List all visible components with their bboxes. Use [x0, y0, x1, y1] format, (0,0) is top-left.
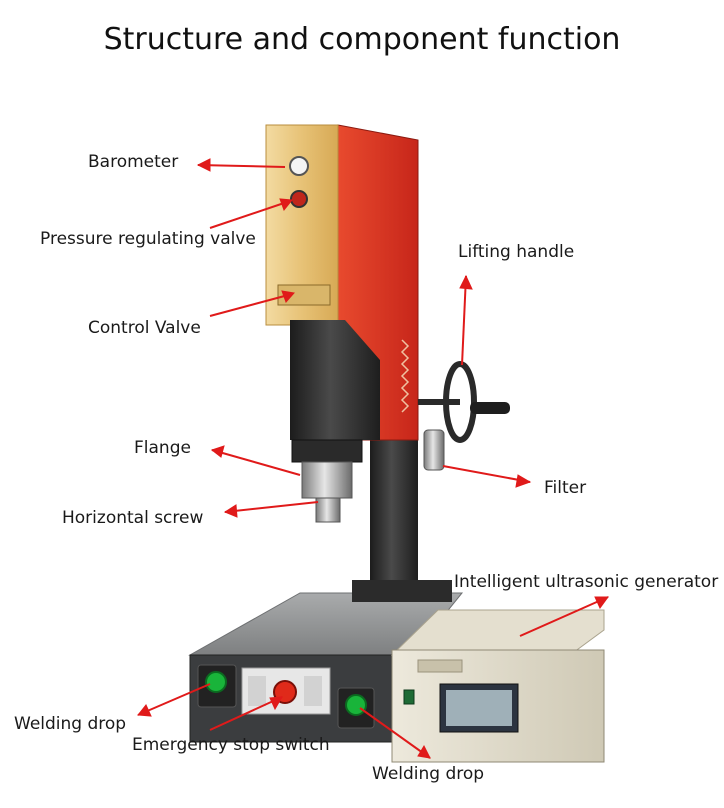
arrowhead-pressure-valve	[279, 198, 293, 212]
generator-screen-glass	[446, 690, 512, 726]
arrow-welding-drop-right	[359, 707, 431, 759]
annotation-arrows	[137, 158, 609, 759]
center-panel-labels-left	[248, 676, 266, 706]
generator-label-plate	[417, 659, 463, 673]
arrowhead-barometer	[196, 158, 211, 172]
label-emergency-stop: Emergency stop switch	[132, 735, 330, 755]
barometer-gauge	[289, 156, 309, 176]
arrow-generator	[519, 596, 609, 637]
center-panel-labels-right	[304, 676, 322, 706]
arrowhead-lifting-handle	[459, 274, 473, 290]
arrow-barometer	[197, 164, 286, 168]
arrow-lifting-handle	[461, 275, 467, 366]
arrowhead-control-valve	[281, 290, 295, 303]
label-control-valve: Control Valve	[88, 318, 201, 338]
horn-assembly	[301, 461, 353, 499]
arrowhead-welding-drop-right	[417, 744, 431, 759]
pressure-knob	[290, 190, 308, 208]
arrow-flange	[211, 449, 301, 476]
left-green-button	[205, 671, 227, 693]
support-column	[370, 440, 418, 600]
label-generator: Intelligent ultrasonic generator	[454, 572, 719, 592]
flange-ring	[291, 439, 363, 463]
arrowhead-horizontal-screw	[223, 504, 238, 518]
label-pressure-valve: Pressure regulating valve	[40, 229, 256, 249]
label-horizontal-screw: Horizontal screw	[62, 508, 204, 528]
arrow-filter	[442, 465, 531, 483]
arrow-welding-drop-left	[137, 683, 211, 716]
label-flange: Flange	[134, 438, 191, 458]
arrow-control-valve	[209, 293, 293, 317]
arrowhead-flange	[210, 445, 225, 458]
arrowhead-filter	[515, 474, 532, 488]
label-lifting-handle: Lifting handle	[458, 242, 575, 262]
diagram-title: Structure and component function	[103, 22, 621, 57]
arrowhead-generator	[594, 596, 609, 609]
label-welding-drop-right: Welding drop	[372, 764, 485, 784]
label-filter: Filter	[544, 478, 587, 498]
right-green-button	[345, 694, 367, 716]
arrow-emergency-stop	[209, 696, 283, 731]
arrow-pressure-valve	[209, 200, 291, 229]
head-lower-dark	[290, 320, 380, 440]
control-valve-block	[277, 284, 331, 306]
rack-spring	[400, 339, 410, 413]
column-foot	[352, 580, 452, 602]
label-welding-drop-left: Welding drop	[14, 714, 127, 734]
arrowhead-welding-drop-left	[137, 704, 152, 717]
hand-wheel-grip	[470, 402, 510, 414]
arrowhead-emergency-stop	[269, 696, 283, 711]
horn-tip	[315, 497, 341, 523]
air-filter	[423, 429, 445, 471]
arrow-horizontal-screw	[224, 501, 319, 513]
label-barometer: Barometer	[88, 152, 179, 172]
power-switch	[403, 689, 415, 705]
